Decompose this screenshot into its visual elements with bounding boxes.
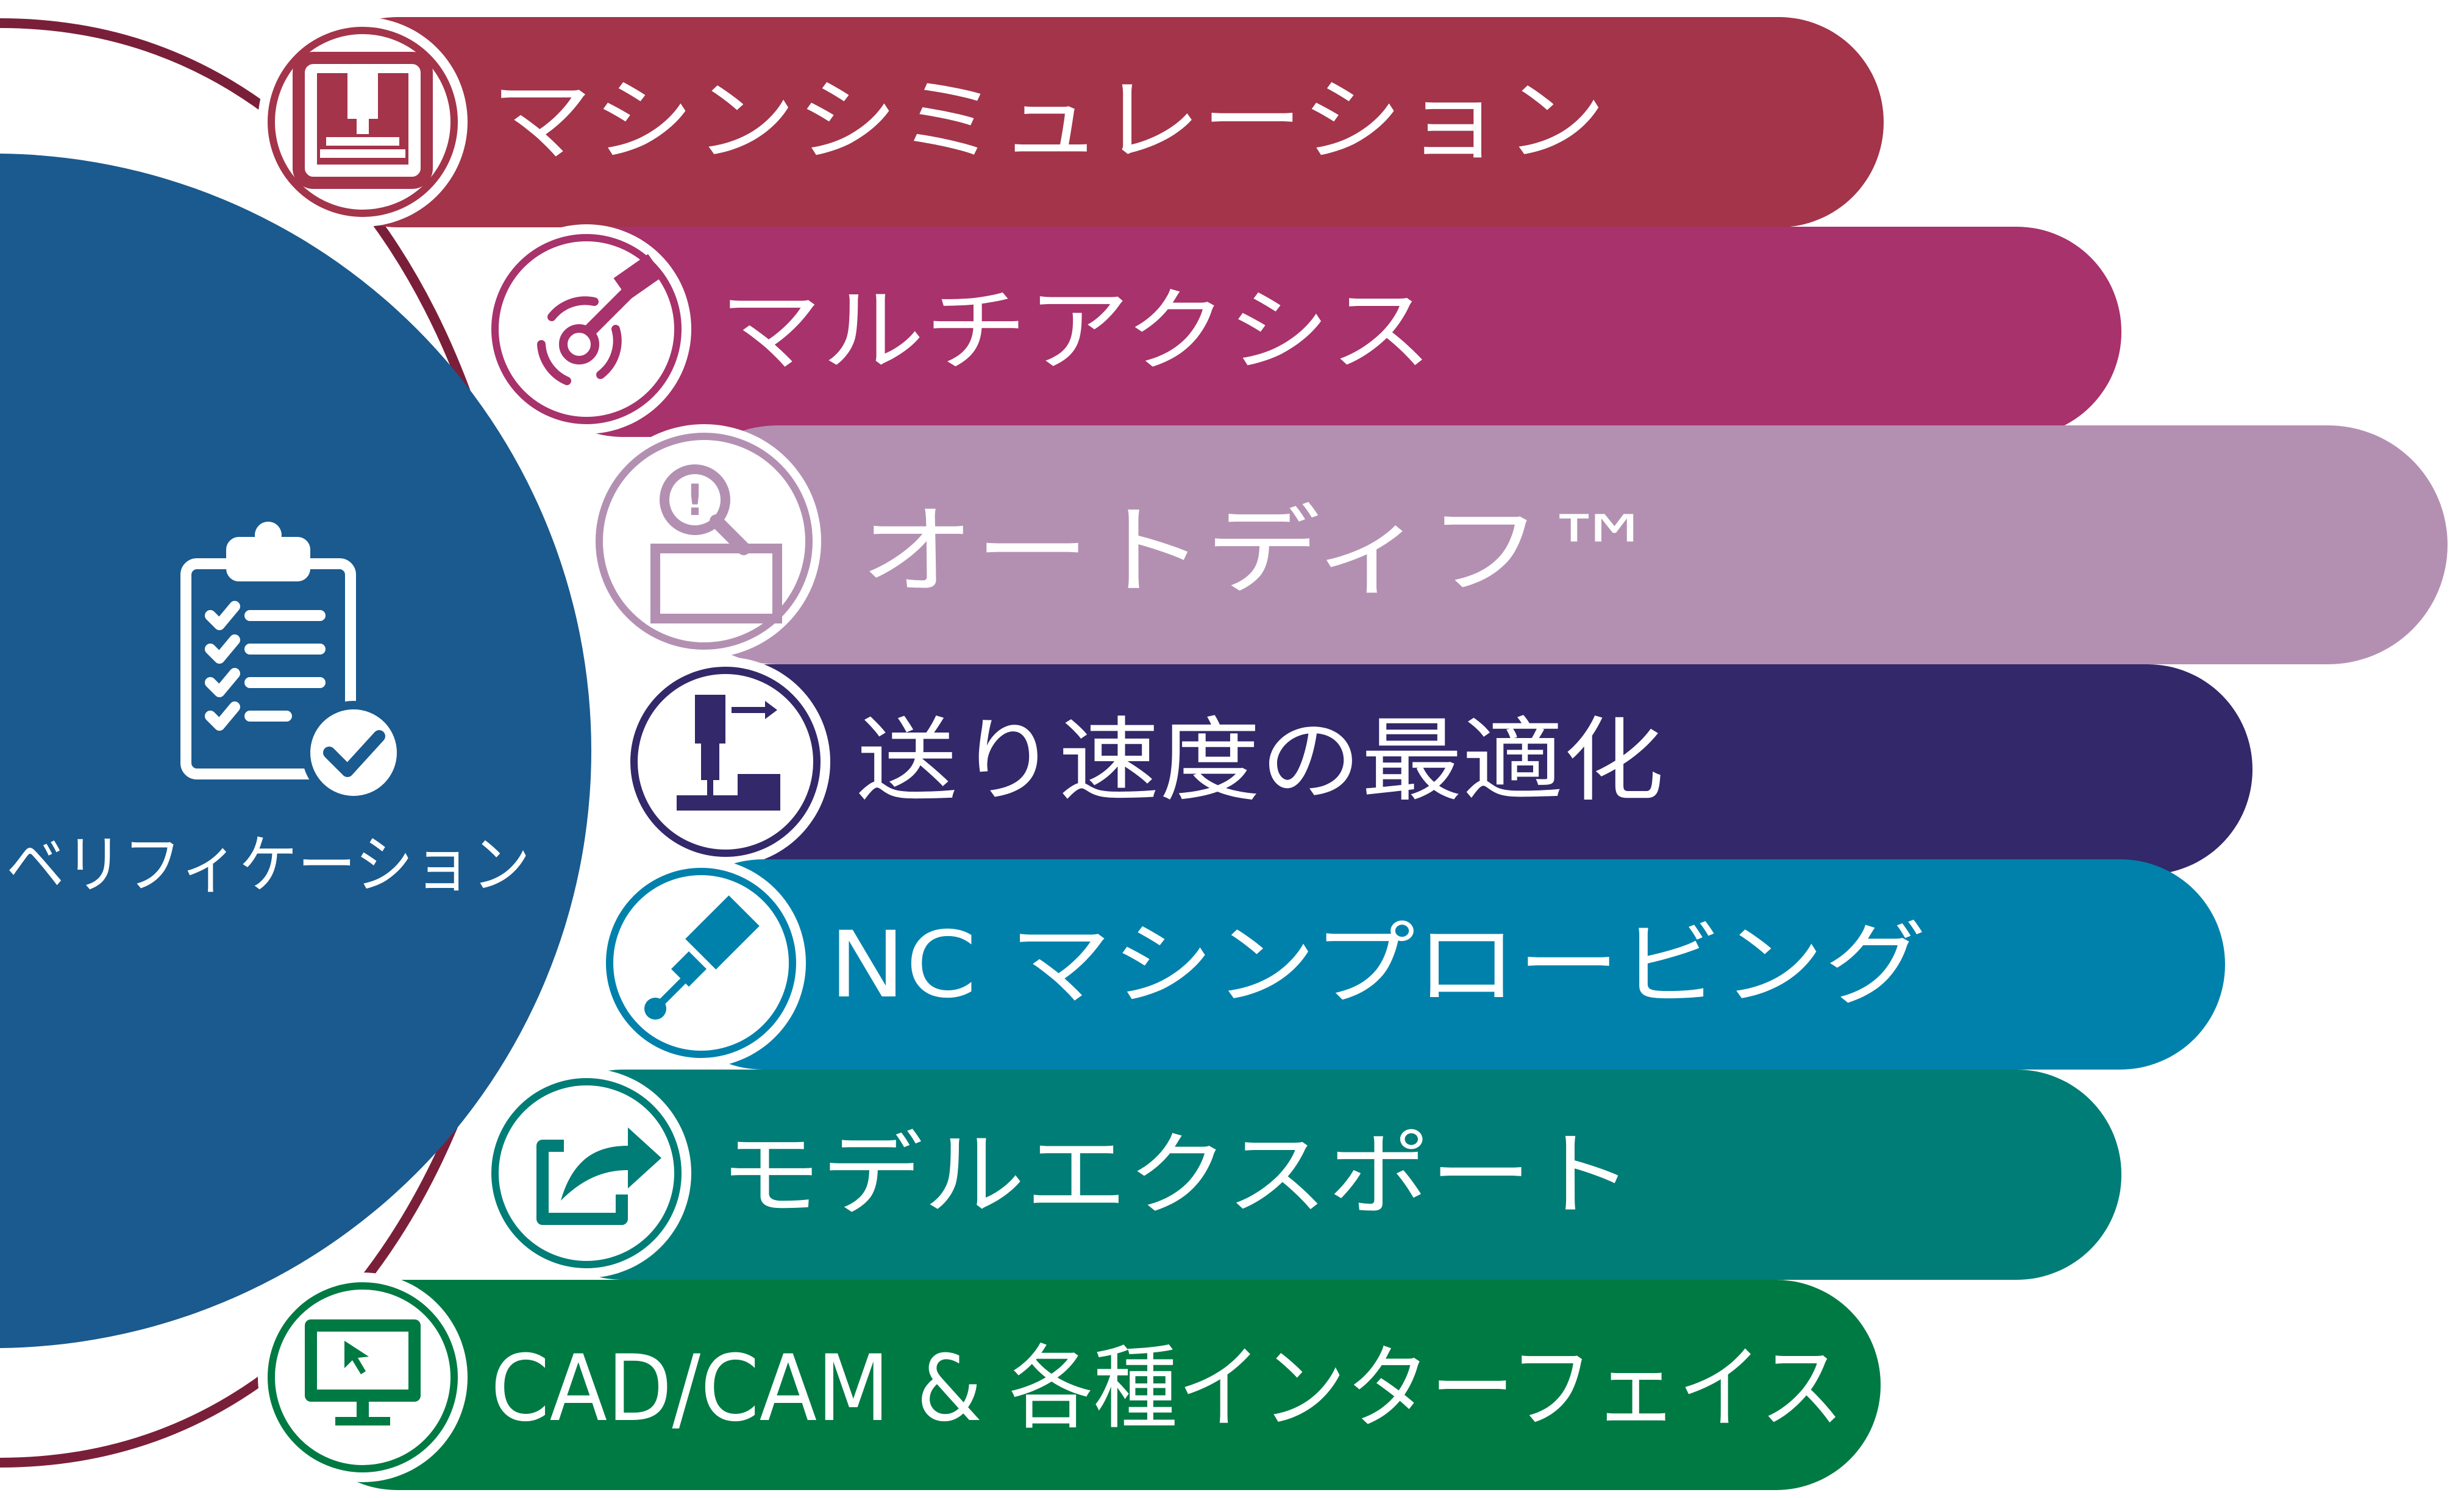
- monitor-cursor-icon: [305, 1319, 421, 1425]
- export-arrow-icon: [536, 1127, 661, 1225]
- center-label: ベリフィケーション: [6, 828, 530, 902]
- center-circle: [0, 154, 591, 1348]
- item-feedrate-optimization[interactable]: 送り速度の最適化: [621, 657, 2252, 875]
- feedrate-spindle-icon: [677, 695, 780, 811]
- svg-text:!: !: [685, 475, 705, 525]
- item-pill: [293, 17, 1884, 227]
- item-multi-axis[interactable]: マルチアクシス: [482, 224, 2121, 437]
- item-label: モデルエクスポート: [719, 1123, 1634, 1229]
- item-label: 送り速度の最適化: [856, 708, 1664, 814]
- multi-axis-icon: [537, 254, 664, 385]
- machine-simulation-icon: [293, 52, 433, 189]
- item-pill: [658, 859, 2225, 1070]
- item-nc-probing[interactable]: NC マシンプロービング: [596, 858, 2225, 1070]
- item-label: NC マシンプロービング: [829, 912, 1926, 1018]
- item-pill: [658, 664, 2252, 875]
- center-node: ベリフィケーション: [0, 154, 591, 1348]
- probe-icon: [644, 895, 760, 1020]
- item-label: オートディフ™: [860, 494, 1658, 608]
- item-autodiff[interactable]: ! オートディフ™: [587, 424, 2448, 664]
- item-label: CAD/CAM & 各種インターフェイス: [491, 1336, 1844, 1442]
- item-machine-simulation[interactable]: マシンシミュレーション: [258, 17, 1884, 227]
- item-label: マシンシミュレーション: [491, 68, 1606, 174]
- item-model-export[interactable]: モデルエクスポート: [482, 1068, 2121, 1280]
- magnifier-inspect-icon: !: [650, 464, 782, 623]
- item-cad-cam-interfaces[interactable]: CAD/CAM & 各種インターフェイス: [258, 1273, 1881, 1490]
- item-pill: [518, 227, 2121, 437]
- item-pill: [293, 1280, 1881, 1490]
- item-label: マルチアクシス: [719, 279, 1433, 385]
- item-pill: [518, 1070, 2121, 1280]
- item-pill: [658, 425, 2448, 664]
- clipboard-check-icon: [180, 522, 405, 804]
